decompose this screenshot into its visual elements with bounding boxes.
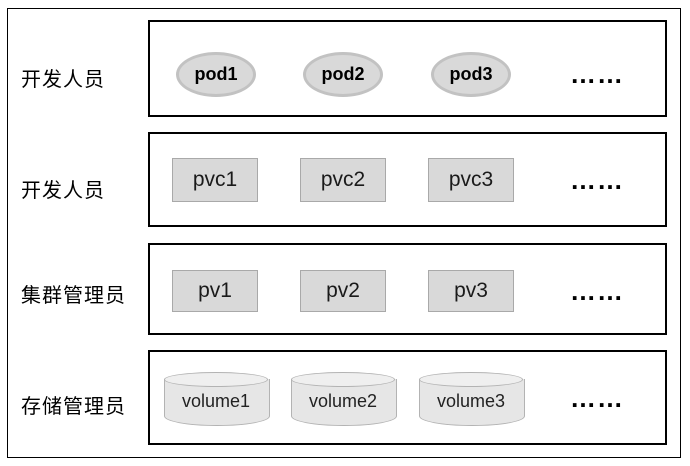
pod-ellipse-node: pod3 [431,52,511,97]
more-pvcs-ellipsis: …… [570,164,624,195]
cylinder-top-ellipse [419,372,523,387]
volume-label: volume2 [308,391,378,411]
more-pods-ellipsis: …… [570,59,624,89]
volume-label: volume3 [436,391,506,411]
volume-cylinder-icon: volume1 [164,372,270,426]
volume-label: volume1 [181,391,251,411]
pod-ellipse-node: pod1 [176,52,256,97]
row-label-developer-pods: 开发人员 [21,69,105,91]
more-pvs-ellipsis: …… [570,275,624,306]
pv-rect-node: pv3 [428,270,514,312]
pod-ellipse-node: pod2 [303,52,383,97]
row-label-cluster-admin: 集群管理员 [21,285,126,307]
volume-cylinder-icon: volume2 [291,372,397,426]
pvc-rect-node: pvc1 [172,158,258,202]
pv-rect-node: pv1 [172,270,258,312]
cylinder-top-ellipse [164,372,268,387]
pv-rect-node: pv2 [300,270,386,312]
pvc-rect-node: pvc2 [300,158,386,202]
row-label-storage-admin: 存储管理员 [21,396,126,418]
pvc-rect-node: pvc3 [428,158,514,202]
more-volumes-ellipsis: …… [570,383,624,413]
volume-cylinder-icon: volume3 [419,372,525,426]
cylinder-top-ellipse [291,372,395,387]
row-label-developer-pvcs: 开发人员 [21,180,105,202]
